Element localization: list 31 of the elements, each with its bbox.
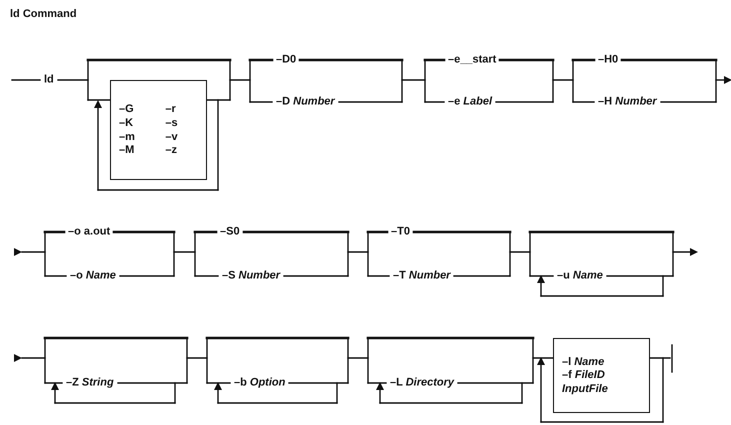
option-text: –v [165, 130, 178, 144]
option-text: –D0 [276, 54, 296, 66]
option-text: –H Number [598, 96, 657, 108]
option-text: –b Option [234, 378, 286, 388]
option-text: –u Name [557, 270, 603, 282]
option-text: –r [165, 103, 176, 116]
option-text: –o Name [70, 270, 116, 282]
option-text: –T Number [393, 270, 450, 282]
option-text: –G [119, 103, 134, 116]
option-text: –H0 [598, 54, 618, 66]
option-text: –z [165, 144, 177, 157]
option-text: –L Directory [390, 378, 454, 388]
option-text: –f FileID [562, 369, 605, 382]
command-name: ld [44, 74, 54, 86]
option-text: –l Name [562, 356, 604, 368]
option-text: –e__start [448, 54, 496, 66]
option-box [110, 80, 207, 180]
diagram-title: ld Command [10, 8, 77, 20]
option-text: –m [119, 130, 135, 144]
option-text: –s [165, 116, 178, 130]
option-text: InputFile [562, 382, 608, 396]
option-text: –K [119, 116, 134, 130]
option-text: –S0 [220, 226, 240, 238]
option-text: –D Number [276, 96, 335, 108]
option-box [553, 338, 650, 413]
option-text: –T0 [391, 226, 410, 238]
option-text: –S Number [222, 270, 280, 282]
option-text: –e Label [448, 96, 492, 108]
option-text: –M [119, 144, 134, 157]
option-text: –Z String [66, 378, 114, 388]
option-text: –o a.out [68, 226, 110, 238]
